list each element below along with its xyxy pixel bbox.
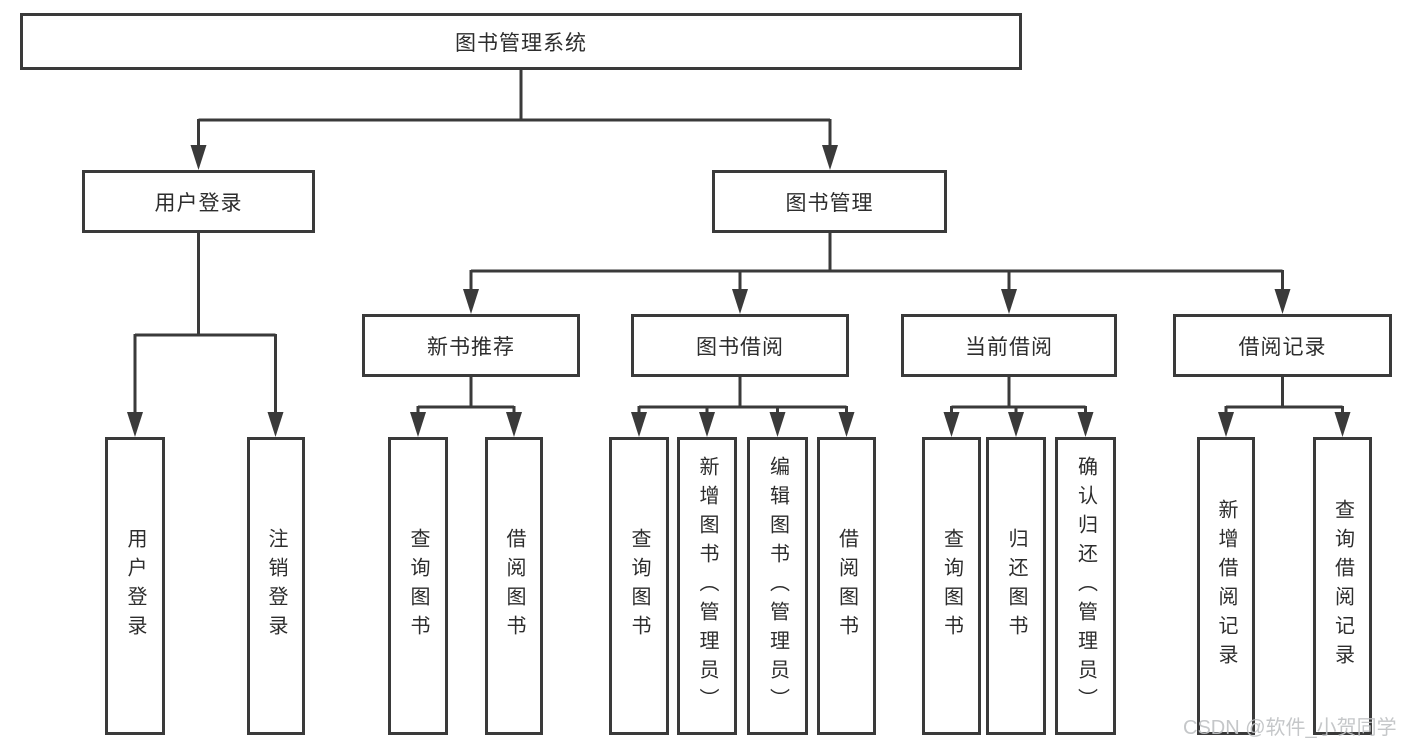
node-user-login: 用户登录	[82, 170, 315, 233]
leaf-query-books: 查询图书	[388, 437, 448, 735]
leaf-user-login: 用户登录	[105, 437, 165, 735]
node-label: 注销登录	[265, 528, 287, 644]
node-label: 归还图书	[1005, 528, 1027, 644]
node-label: 查询图书	[628, 528, 650, 644]
node-label: 图书管理	[785, 191, 874, 215]
connector-book-mgmt-branch	[469, 233, 1284, 295]
leaf-query-books: 查询图书	[609, 437, 669, 735]
connector-user-login-branch	[133, 233, 277, 418]
leaf-add-books-admin: 新增图书（管理员）	[677, 437, 737, 735]
arrowhead-icon	[699, 412, 715, 437]
node-label: 图书借阅	[696, 335, 784, 359]
arrowhead-icon	[410, 412, 426, 437]
leaf-confirm-return-admin: 确认归还（管理员）	[1055, 437, 1116, 735]
arrowhead-icon	[631, 412, 647, 437]
leaf-query-books: 查询图书	[922, 437, 981, 735]
node-label: 借阅图书	[835, 528, 858, 644]
leaf-borrow-books: 借阅图书	[485, 437, 543, 735]
node-label: 新书推荐	[427, 335, 515, 359]
arrowhead-icon	[1077, 412, 1094, 437]
leaf-logout: 注销登录	[247, 437, 305, 735]
node-borrowing-records: 借阅记录	[1173, 314, 1392, 377]
arrowhead-icon	[463, 289, 479, 314]
node-label: 新增借阅记录	[1215, 499, 1237, 673]
node-label: 编辑图书（管理员）	[766, 455, 789, 717]
node-label: 当前借阅	[965, 335, 1053, 359]
connector-borrow-records-branch	[1224, 377, 1344, 418]
arrowhead-icon	[943, 412, 960, 437]
leaf-add-borrow-record: 新增借阅记录	[1197, 437, 1255, 735]
arrowhead-icon	[732, 289, 748, 314]
node-label: 查询图书	[407, 528, 429, 644]
node-current-borrowing: 当前借阅	[901, 314, 1117, 377]
node-library-management-system: 图书管理系统	[20, 13, 1022, 70]
arrowhead-icon	[127, 412, 143, 437]
leaf-return-books: 归还图书	[986, 437, 1046, 735]
node-book-borrowing: 图书借阅	[631, 314, 849, 377]
arrowhead-icon	[506, 412, 522, 437]
arrowhead-icon	[1274, 289, 1291, 314]
node-label: 新增图书（管理员）	[696, 455, 718, 717]
connector-current-borrow-branch	[950, 377, 1087, 418]
node-label: 查询借阅记录	[1331, 499, 1354, 673]
connector-root-branch	[197, 70, 832, 150]
leaf-borrow-books: 借阅图书	[817, 437, 876, 735]
node-label: 借阅图书	[503, 528, 525, 644]
node-new-book-recommend: 新书推荐	[362, 314, 580, 377]
node-label: 确认归还（管理员）	[1074, 455, 1097, 717]
leaf-edit-books-admin: 编辑图书（管理员）	[747, 437, 808, 735]
connector-book-borrow-branch	[637, 377, 848, 418]
arrowhead-icon	[1218, 412, 1234, 437]
node-label: 查询图书	[940, 528, 963, 644]
node-book-management: 图书管理	[712, 170, 947, 233]
arrowhead-icon	[838, 412, 855, 437]
node-label: 用户登录	[124, 528, 146, 644]
csdn-watermark: CSDN @软件_小贺同学	[1183, 717, 1397, 739]
arrowhead-icon	[769, 412, 786, 437]
leaf-query-borrow-record: 查询借阅记录	[1313, 437, 1372, 735]
arrowhead-icon	[267, 412, 284, 437]
node-label: 借阅记录	[1238, 335, 1327, 359]
arrowhead-icon	[1334, 412, 1351, 437]
node-label: 用户登录	[154, 191, 243, 215]
arrowhead-icon	[190, 145, 207, 170]
arrowhead-icon	[1001, 289, 1017, 314]
connector-new-book-branch	[416, 377, 516, 418]
node-label: 图书管理系统	[455, 31, 587, 55]
arrowhead-icon	[822, 145, 838, 170]
arrowhead-icon	[1008, 412, 1024, 437]
